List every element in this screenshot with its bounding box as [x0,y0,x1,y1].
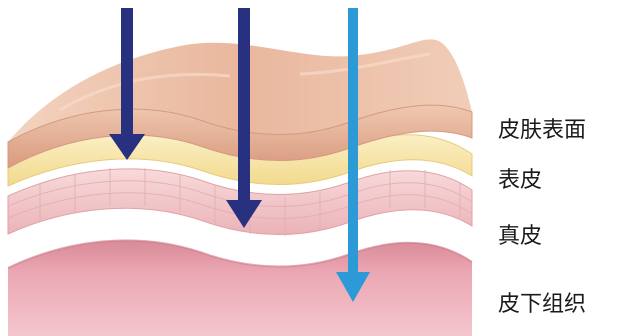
label-skin-surface: 皮肤表面 [498,118,586,144]
label-subcutaneous: 皮下组织 [498,292,586,318]
subcutaneous-layer [8,240,472,336]
label-epidermis: 表皮 [498,168,542,194]
label-dermis: 真皮 [498,224,542,250]
